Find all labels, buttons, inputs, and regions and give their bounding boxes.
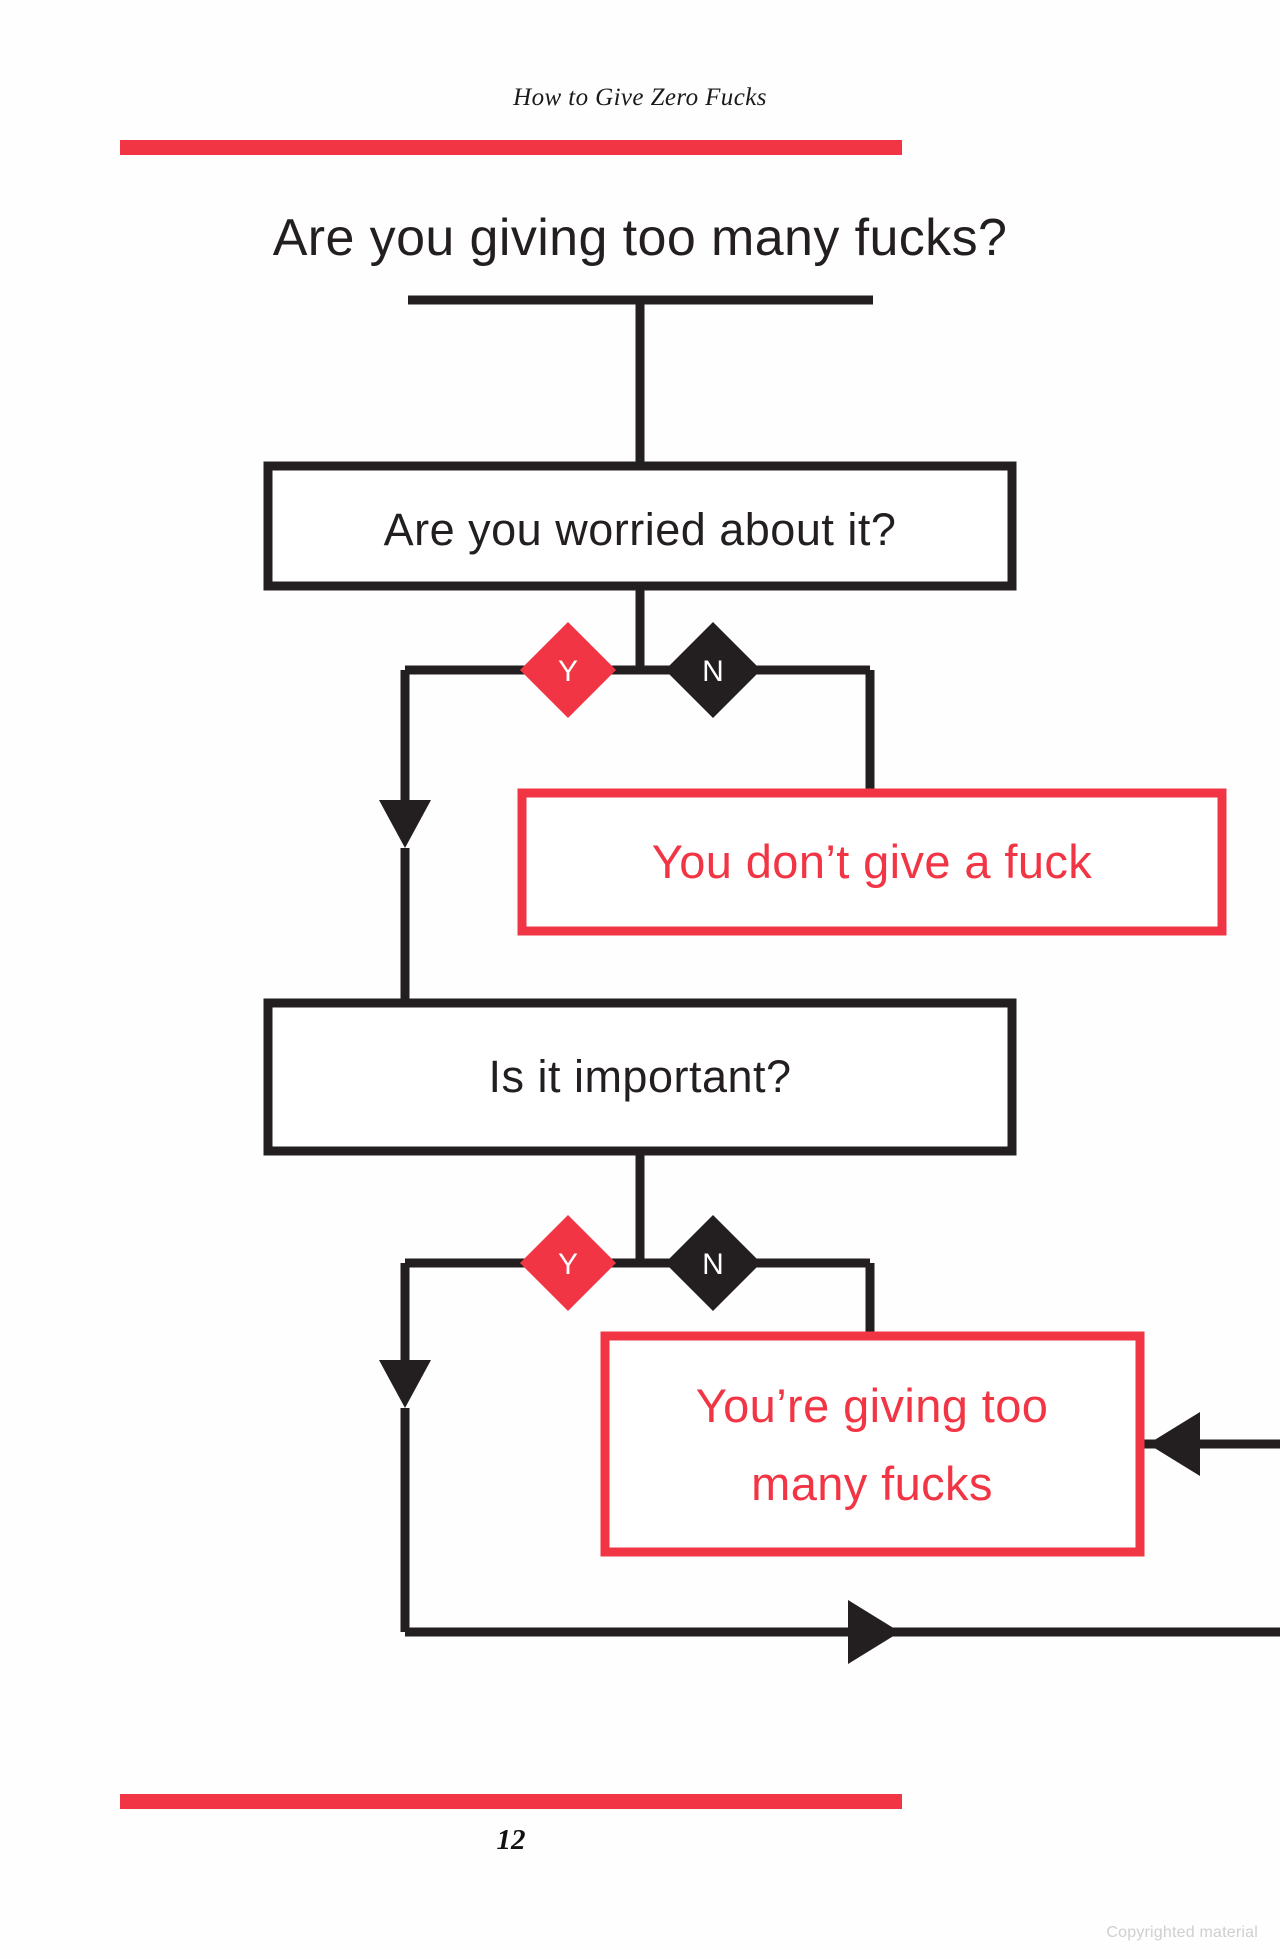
result-box-r1: You don’t give a fuck bbox=[517, 788, 1227, 936]
decision-diamond-q1-yes-label: Y bbox=[558, 655, 578, 688]
running-head: How to Give Zero Fucks bbox=[513, 84, 767, 111]
result-box-r2: You’re giving too many fucks bbox=[600, 1331, 1145, 1557]
question-box-q2-label: Is it important? bbox=[488, 1051, 791, 1102]
decision-diamond-q1-yes: Y bbox=[520, 622, 616, 718]
edge-q2-yes bbox=[379, 1263, 1280, 1664]
page-number: 12 bbox=[496, 1824, 526, 1856]
edge-q2-branch-bus bbox=[405, 1151, 870, 1268]
question-box-q1-label: Are you worried about it? bbox=[384, 504, 897, 555]
top-red-rule bbox=[120, 140, 902, 155]
question-box-q1: Are you worried about it? bbox=[263, 461, 1017, 591]
decision-diamond-q2-yes-label: Y bbox=[558, 1248, 578, 1281]
decision-diamond-q1-no: N bbox=[665, 622, 761, 718]
flow-title: Are you giving too many fucks? bbox=[273, 209, 1008, 267]
edge-offpage-into-r2 bbox=[1140, 1412, 1280, 1476]
edge-q1-yes bbox=[379, 670, 431, 1003]
copyright-notice: Copyrighted material bbox=[1106, 1924, 1258, 1941]
decision-diamond-q2-yes: Y bbox=[520, 1215, 616, 1311]
result-box-r2-label-line-1: You’re giving too bbox=[696, 1379, 1049, 1432]
edge-q1-branch-bus bbox=[405, 586, 870, 675]
decision-diamond-q1-no-label: N bbox=[702, 655, 724, 688]
result-box-r1-label: You don’t give a fuck bbox=[652, 835, 1093, 888]
decision-diamond-q2-no-label: N bbox=[702, 1248, 724, 1281]
question-box-q2: Is it important? bbox=[263, 998, 1017, 1156]
decision-diamond-q2-no: N bbox=[665, 1215, 761, 1311]
bottom-red-rule bbox=[120, 1794, 902, 1809]
edge-title-to-q1 bbox=[408, 295, 873, 465]
result-box-r2-label-line-2: many fucks bbox=[751, 1457, 993, 1510]
